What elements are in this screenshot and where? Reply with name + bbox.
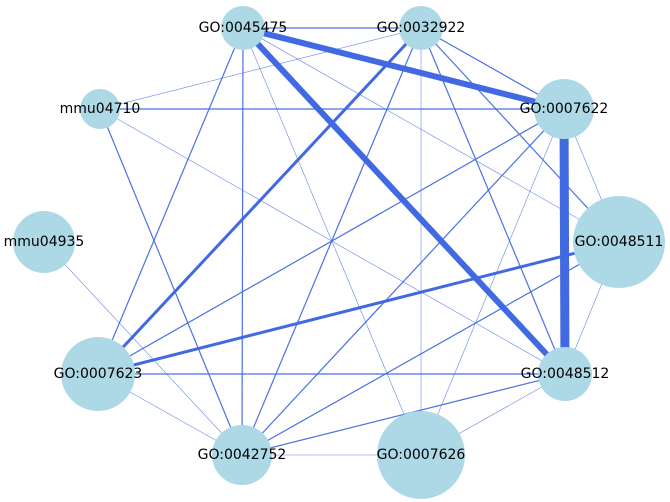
graph-edge <box>97 108 565 375</box>
node-label: GO:0048511 <box>575 234 664 250</box>
node-label: GO:0032922 <box>377 20 466 36</box>
graph-edge <box>242 27 620 243</box>
graph-edge <box>99 108 566 375</box>
graph-edge <box>559 108 570 375</box>
node-label: mmu04710 <box>60 101 141 117</box>
graph-node <box>399 6 443 50</box>
graph-node <box>212 425 272 485</box>
node-label: GO:0007626 <box>377 447 466 463</box>
node-label: GO:0045475 <box>199 20 288 36</box>
graph-edge <box>241 27 244 456</box>
graph-edge <box>97 240 620 376</box>
graph-node <box>13 211 75 273</box>
node-label: GO:0042752 <box>198 447 287 463</box>
graph-edge <box>43 241 243 456</box>
graph-node <box>538 347 592 401</box>
node-label: GO:0007622 <box>520 101 609 117</box>
graph-edge <box>420 27 620 243</box>
graph-edge <box>96 26 423 376</box>
graph-edge <box>420 27 566 375</box>
graph-node <box>61 337 135 411</box>
graph-node <box>80 89 120 129</box>
graph-edge <box>99 27 422 110</box>
graph-edge <box>241 241 620 456</box>
graph-node <box>377 411 465 499</box>
node-label: GO:0007623 <box>54 366 143 382</box>
node-layer <box>13 6 665 499</box>
node-label: mmu04935 <box>4 234 85 250</box>
edge-layer <box>43 25 620 456</box>
graph-edge <box>99 108 243 456</box>
graph-edge <box>420 108 565 456</box>
graph-edge <box>240 25 568 377</box>
graph-node <box>534 79 594 139</box>
graph-edge <box>97 27 244 375</box>
graph-node <box>221 6 265 50</box>
node-label: GO:0048512 <box>521 366 610 382</box>
graph-edge <box>241 108 565 456</box>
label-layer: GO:0045475 GO:0032922 mmu04710 GO:0007622 mm… <box>4 20 664 463</box>
graph-edge <box>241 373 566 456</box>
graph-node <box>573 196 665 288</box>
